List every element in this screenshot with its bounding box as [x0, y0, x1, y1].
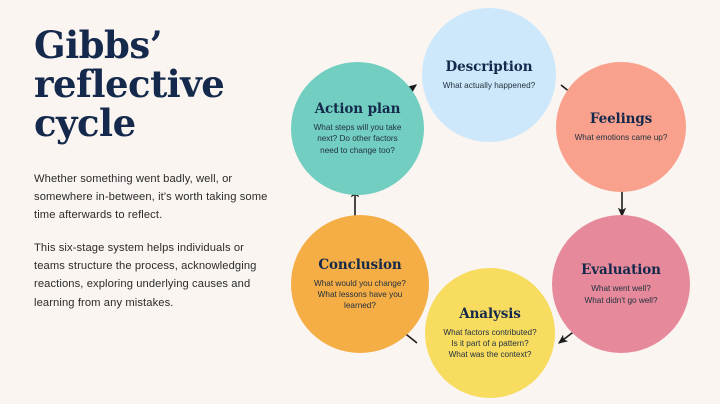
stage-feelings-title: Feelings: [589, 110, 653, 127]
stage-action-plan-subtitle: What steps will you take next? Do other …: [313, 123, 402, 155]
stage-conclusion-subtitle: What would you change? What lessons have…: [314, 278, 406, 311]
stage-feelings[interactable]: Feelings What emotions came up?: [556, 62, 686, 192]
stage-analysis-title: Analysis: [459, 305, 521, 322]
gibbs-cycle-diagram: Description What actually happened? Feel…: [286, 0, 720, 404]
stage-action-plan-title: Action plan: [314, 101, 401, 118]
page-title: Gibbs’ reflective cycle: [34, 23, 225, 146]
stage-analysis-subtitle: What factors contributed? Is it part of …: [443, 327, 537, 360]
stage-analysis[interactable]: Analysis What factors contributed? Is it…: [425, 268, 555, 398]
stage-conclusion[interactable]: Conclusion What would you change? What l…: [291, 215, 429, 353]
stage-evaluation-title: Evaluation: [581, 262, 661, 279]
stage-evaluation-subtitle: What went well? What didn't go well?: [584, 284, 658, 305]
stage-description-title: Description: [445, 58, 533, 75]
stage-feelings-subtitle: What emotions came up?: [574, 132, 668, 142]
stage-evaluation[interactable]: Evaluation What went well? What didn't g…: [552, 215, 690, 353]
stage-description-subtitle: What actually happened?: [442, 80, 536, 90]
text-column: Gibbs’ reflective cycle Whether somethin…: [34, 23, 274, 327]
intro-paragraph-1: Whether something went badly, well, or s…: [34, 172, 268, 221]
stage-action-plan[interactable]: Action plan What steps will you take nex…: [291, 62, 424, 195]
stage-conclusion-title: Conclusion: [318, 256, 402, 273]
intro-paragraph-2: This six-stage system helps individuals …: [34, 242, 257, 309]
stage-description[interactable]: Description What actually happened?: [422, 8, 556, 142]
